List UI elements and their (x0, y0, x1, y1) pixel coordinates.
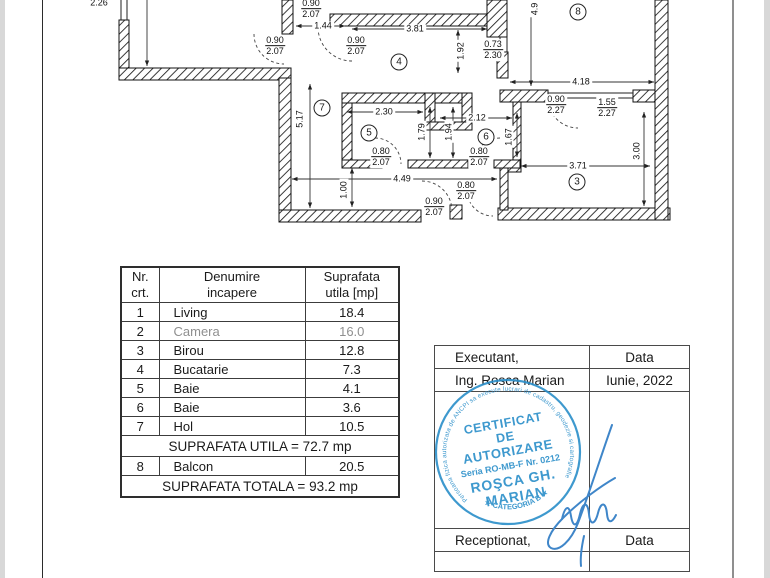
room-number-5: 5 (360, 124, 378, 142)
empty-cell (589, 391, 690, 529)
dim-label-cut: 2.26 (88, 0, 110, 8)
suprafata-utila-total: SUPRAFATA UTILA = 72.7 mp (120, 435, 400, 457)
subtotal-row: SUPRAFATA UTILA = 72.7 mp (120, 435, 400, 457)
executant-name-row: Ing. Rosca Marian Iunie, 2022 (434, 368, 690, 392)
dim-label: 2.12 (466, 112, 488, 123)
empty-cell (434, 551, 590, 572)
page-frame-line-left (42, 0, 43, 578)
dim-label-vertical: 1.94 (443, 121, 454, 143)
dim-label: 3.81 (404, 23, 426, 34)
room-number-4: 4 (390, 53, 408, 71)
executant-name: Ing. Rosca Marian (434, 368, 590, 392)
dim-label-vertical: 5.17 (294, 108, 305, 130)
dim-label-vertical-cut: 4.9 (529, 0, 540, 18)
dim-label: 2.30 (373, 106, 395, 117)
walls (118, 0, 671, 223)
stamp-cell (434, 391, 590, 529)
executant-header-row: Executant, Data (434, 345, 690, 369)
header-nr-crt: Nr.crt. (120, 266, 160, 303)
dim-label: 3.71 (567, 160, 589, 171)
page-edge-right (764, 0, 770, 578)
total-row: SUPRAFATA TOTALA = 93.2 mp (120, 475, 400, 498)
dimension-lines-cut (144, 0, 534, 86)
table-row: 7 Hol 10.5 (120, 416, 400, 436)
executant-label: Executant, (434, 345, 590, 369)
stamp-cell-row (434, 391, 690, 529)
table-row-balcon: 8 Balcon 20.5 (120, 456, 400, 476)
dim-label: 4.49 (391, 173, 413, 184)
dim-label-vertical: 1.67 (503, 126, 514, 148)
table-row: 2 Camera 16.0 (120, 321, 400, 341)
receptionat-label: Receptionat, (434, 528, 590, 552)
receptionat-empty-row (434, 551, 690, 572)
dim-label-vertical: 1.79 (416, 121, 427, 143)
page-edge-left (0, 0, 5, 578)
executant-date: Iunie, 2022 (589, 368, 690, 392)
dim-label-vertical: 1.00 (338, 179, 349, 201)
page-frame-line-right (732, 0, 734, 578)
receptionat-header-row: Receptionat, Data (434, 528, 690, 552)
data-label: Data (589, 345, 690, 369)
table-row: 3 Birou 12.8 (120, 340, 400, 360)
dim-label: 1.44 (312, 20, 334, 31)
dim-label-vertical: 1.92 (455, 40, 466, 62)
table-row: 4 Bucatarie 7.3 (120, 359, 400, 379)
data-label: Data (589, 528, 690, 552)
room-number-8: 8 (569, 3, 587, 21)
dim-label-vertical: 3.00 (631, 140, 642, 162)
empty-cell (589, 551, 690, 572)
floor-plan-drawing (118, 0, 671, 223)
room-number-7: 7 (313, 99, 331, 117)
room-number-3: 3 (568, 173, 586, 191)
suprafata-totala-total: SUPRAFATA TOTALA = 93.2 mp (120, 475, 400, 498)
table-row: 6 Baie 3.6 (120, 397, 400, 417)
table-row: 1 Living 18.4 (120, 302, 400, 322)
dim-label: 4.18 (570, 76, 592, 87)
table-row: 5 Baie 4.1 (120, 378, 400, 398)
executant-signature-table: Executant, Data Ing. Rosca Marian Iunie,… (434, 345, 690, 572)
room-number-6: 6 (477, 128, 495, 146)
